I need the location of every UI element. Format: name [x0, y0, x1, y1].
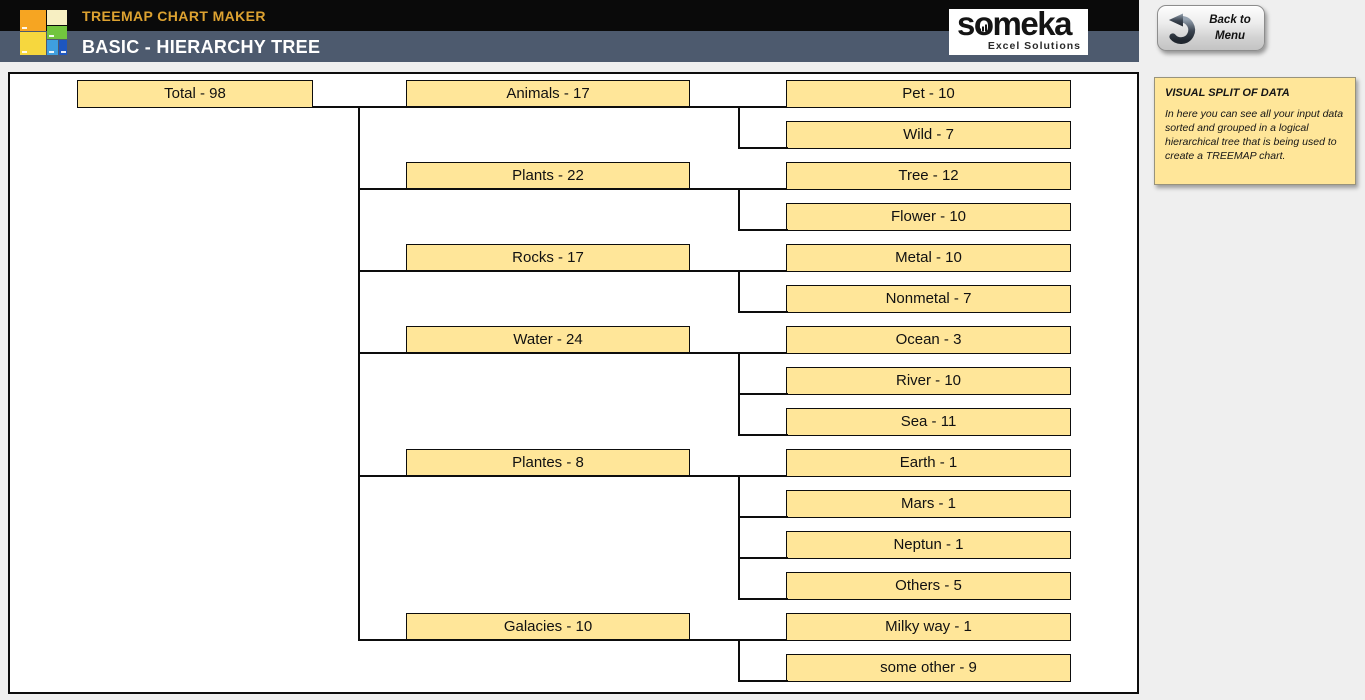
someka-logo-bars-icon [979, 24, 988, 32]
tree-node-ocean: Ocean - 3 [786, 326, 1071, 354]
tree-node-earth: Earth - 1 [786, 449, 1071, 477]
someka-logo: someka Excel Solutions [949, 9, 1088, 55]
tree-node-tree: Tree - 12 [786, 162, 1071, 190]
connector-line [738, 516, 788, 518]
tree-node-sea: Sea - 11 [786, 408, 1071, 436]
tree-node-flower: Flower - 10 [786, 203, 1071, 231]
connector-line [738, 147, 788, 149]
tree-node-others: Others - 5 [786, 572, 1071, 600]
back-arrow-icon [1168, 12, 1196, 44]
connector-line [358, 475, 786, 477]
logo-square [47, 10, 67, 25]
connector-line [738, 557, 788, 559]
someka-tagline: Excel Solutions [987, 40, 1081, 52]
back-to-menu-button[interactable]: Back to Menu [1157, 5, 1265, 51]
tree-node-metal: Metal - 10 [786, 244, 1071, 272]
connector-line [738, 393, 788, 395]
tree-node-total: Total - 98 [77, 80, 313, 108]
tree-node-some-other: some other - 9 [786, 654, 1071, 682]
logo-square [47, 40, 58, 55]
connector-line [358, 270, 786, 272]
treemap-logo-icon [20, 10, 67, 55]
tree-node-mars: Mars - 1 [786, 490, 1071, 518]
trunk-line [738, 270, 740, 313]
header-bar: TREEMAP CHART MAKER BASIC - HIERARCHY TR… [0, 0, 1139, 62]
tree-node-nonmetal: Nonmetal - 7 [786, 285, 1071, 313]
connector-line [358, 106, 786, 108]
tree-node-river: River - 10 [786, 367, 1071, 395]
connector-line [358, 352, 786, 354]
hierarchy-tree-canvas: Total - 98 Animals - 17 Pet - 10 Wild - 7 Pl… [8, 72, 1139, 694]
info-panel-body: In here you can see all your input data … [1165, 108, 1344, 162]
connector-line [738, 229, 788, 231]
connector-line [738, 598, 788, 600]
connector-line [358, 639, 786, 641]
trunk-line [738, 188, 740, 231]
logo-square [20, 10, 46, 31]
tree-node-plants: Plants - 22 [406, 162, 690, 190]
tree-node-water: Water - 24 [406, 326, 690, 354]
logo-square [47, 26, 67, 39]
back-button-label: Back to Menu [1209, 13, 1251, 42]
connector-line [738, 311, 788, 313]
logo-square [59, 40, 67, 55]
tree-node-animals: Animals - 17 [406, 80, 690, 108]
connector-line [358, 188, 786, 190]
tree-node-rocks: Rocks - 17 [406, 244, 690, 272]
trunk-line [738, 639, 740, 682]
tree-node-milky-way: Milky way - 1 [786, 613, 1071, 641]
trunk-line [358, 106, 360, 641]
tree-node-wild: Wild - 7 [786, 121, 1071, 149]
connector-line [738, 434, 788, 436]
connector-line [313, 106, 360, 108]
tree-node-neptun: Neptun - 1 [786, 531, 1071, 559]
connector-line [738, 680, 788, 682]
trunk-line [738, 106, 740, 149]
tree-node-galacies: Galacies - 10 [406, 613, 690, 641]
tree-node-plantes: Plantes - 8 [406, 449, 690, 477]
info-panel: VISUAL SPLIT OF DATA In here you can see… [1154, 77, 1356, 185]
tree-node-pet: Pet - 10 [786, 80, 1071, 108]
trunk-line [738, 475, 740, 600]
app-title: TREEMAP CHART MAKER [82, 8, 266, 24]
page-title: BASIC - HIERARCHY TREE [82, 37, 321, 57]
info-panel-title: VISUAL SPLIT OF DATA [1165, 87, 1290, 99]
logo-square [20, 32, 46, 55]
someka-wordmark: someka [957, 9, 1072, 42]
